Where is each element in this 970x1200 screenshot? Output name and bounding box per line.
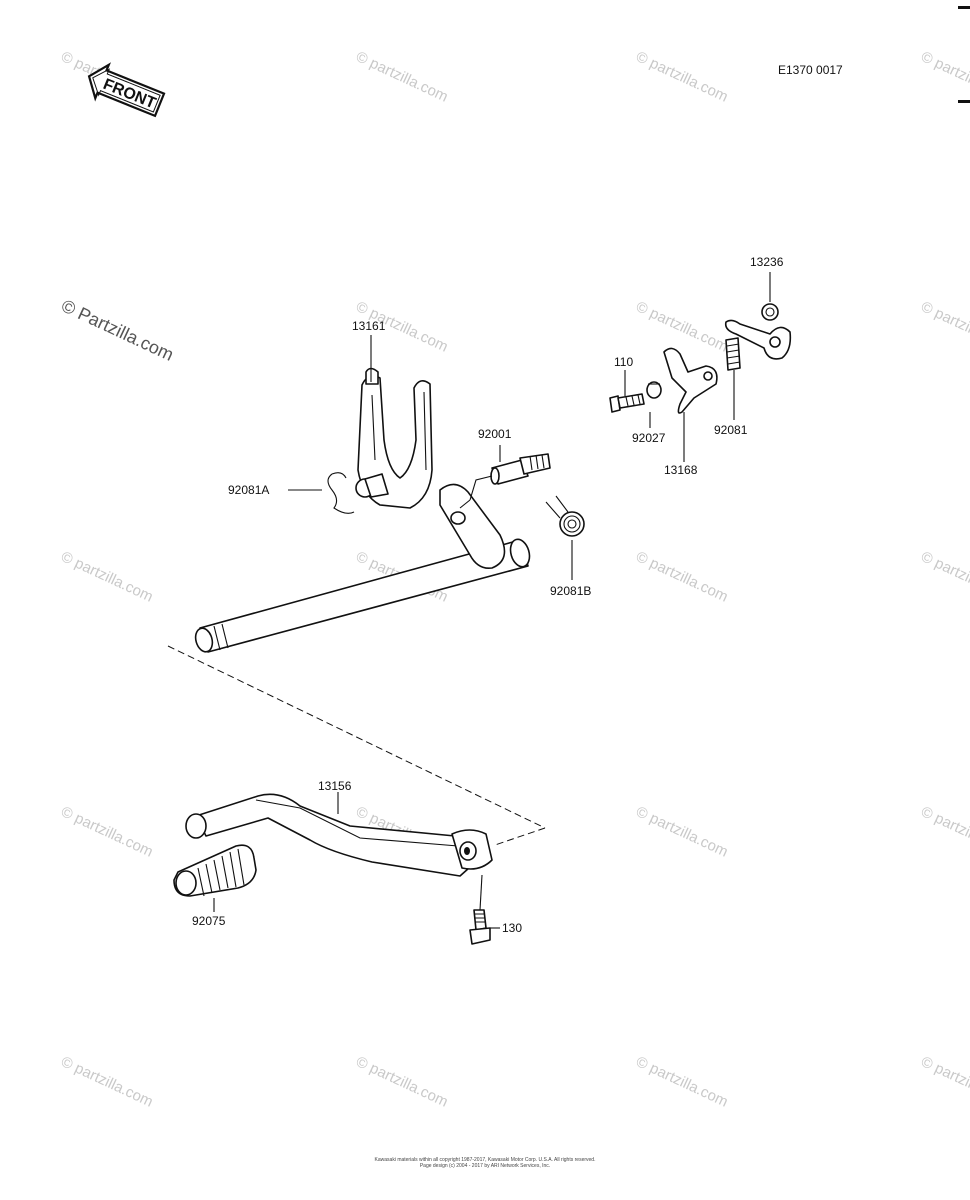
watermark: © partzilla.com bbox=[353, 48, 450, 105]
alignment-line bbox=[494, 827, 546, 846]
diagram-code: E1370 0017 bbox=[778, 63, 843, 77]
label-92081B: 92081B bbox=[550, 584, 591, 598]
front-arrow-icon: FRONT bbox=[87, 62, 166, 118]
watermark: © partzilla.com bbox=[633, 1053, 730, 1110]
label-110: 110 bbox=[614, 355, 633, 369]
watermark: © partzilla.com bbox=[918, 48, 970, 105]
watermark: © partzilla.com bbox=[918, 298, 970, 355]
label-92027: 92027 bbox=[632, 431, 666, 445]
label-13168: 13168 bbox=[664, 463, 698, 477]
collar bbox=[646, 381, 662, 399]
watermark-grid: © partzilla.com © partzilla.com © partzi… bbox=[58, 48, 970, 1110]
label-13156: 13156 bbox=[318, 779, 352, 793]
watermark: © partzilla.com bbox=[633, 48, 730, 105]
watermark: © partzilla.com bbox=[633, 803, 730, 860]
label-13236: 13236 bbox=[750, 255, 784, 269]
watermark: © partzilla.com bbox=[918, 803, 970, 860]
bolt-130 bbox=[469, 874, 491, 945]
watermark: © partzilla.com bbox=[58, 1053, 155, 1110]
label-92081: 92081 bbox=[714, 423, 748, 437]
bolt-110 bbox=[609, 393, 645, 413]
label-13161: 13161 bbox=[352, 319, 386, 333]
spring-92081 bbox=[725, 337, 741, 371]
label-92001: 92001 bbox=[478, 427, 512, 441]
watermark: © partzilla.com bbox=[353, 1053, 450, 1110]
footer-line-2: Page design (c) 2004 - 2017 by ARI Netwo… bbox=[419, 1163, 551, 1169]
shift-pedal-13156 bbox=[185, 793, 493, 877]
partzilla-watermark: © Partzilla.com bbox=[58, 295, 176, 364]
pedal-rubber-92075 bbox=[173, 844, 257, 897]
lever-13168 bbox=[663, 347, 718, 414]
watermark: © partzilla.com bbox=[58, 548, 155, 605]
spring-92081B bbox=[545, 495, 585, 537]
clip-92081A bbox=[327, 472, 355, 514]
watermark: © partzilla.com bbox=[918, 1053, 970, 1110]
arm-13236 bbox=[724, 303, 792, 360]
label-92075: 92075 bbox=[192, 914, 226, 928]
watermark: © partzilla.com bbox=[633, 298, 730, 355]
edge-mark-top bbox=[958, 6, 970, 9]
shift-shaft-13161 bbox=[194, 367, 531, 653]
stud-bolt-92001 bbox=[490, 453, 551, 485]
label-92081A: 92081A bbox=[228, 483, 269, 497]
watermark: © partzilla.com bbox=[633, 548, 730, 605]
edge-mark-bottom bbox=[958, 100, 970, 103]
watermark: © partzilla.com bbox=[918, 548, 970, 605]
alignment-line bbox=[167, 645, 546, 829]
footer-line-1: Kawasaki materials within all copyright … bbox=[374, 1157, 596, 1163]
watermark: © partzilla.com bbox=[58, 803, 155, 860]
label-130: 130 bbox=[502, 921, 522, 935]
copyright-footer: Kawasaki materials within all copyright … bbox=[0, 1157, 970, 1169]
